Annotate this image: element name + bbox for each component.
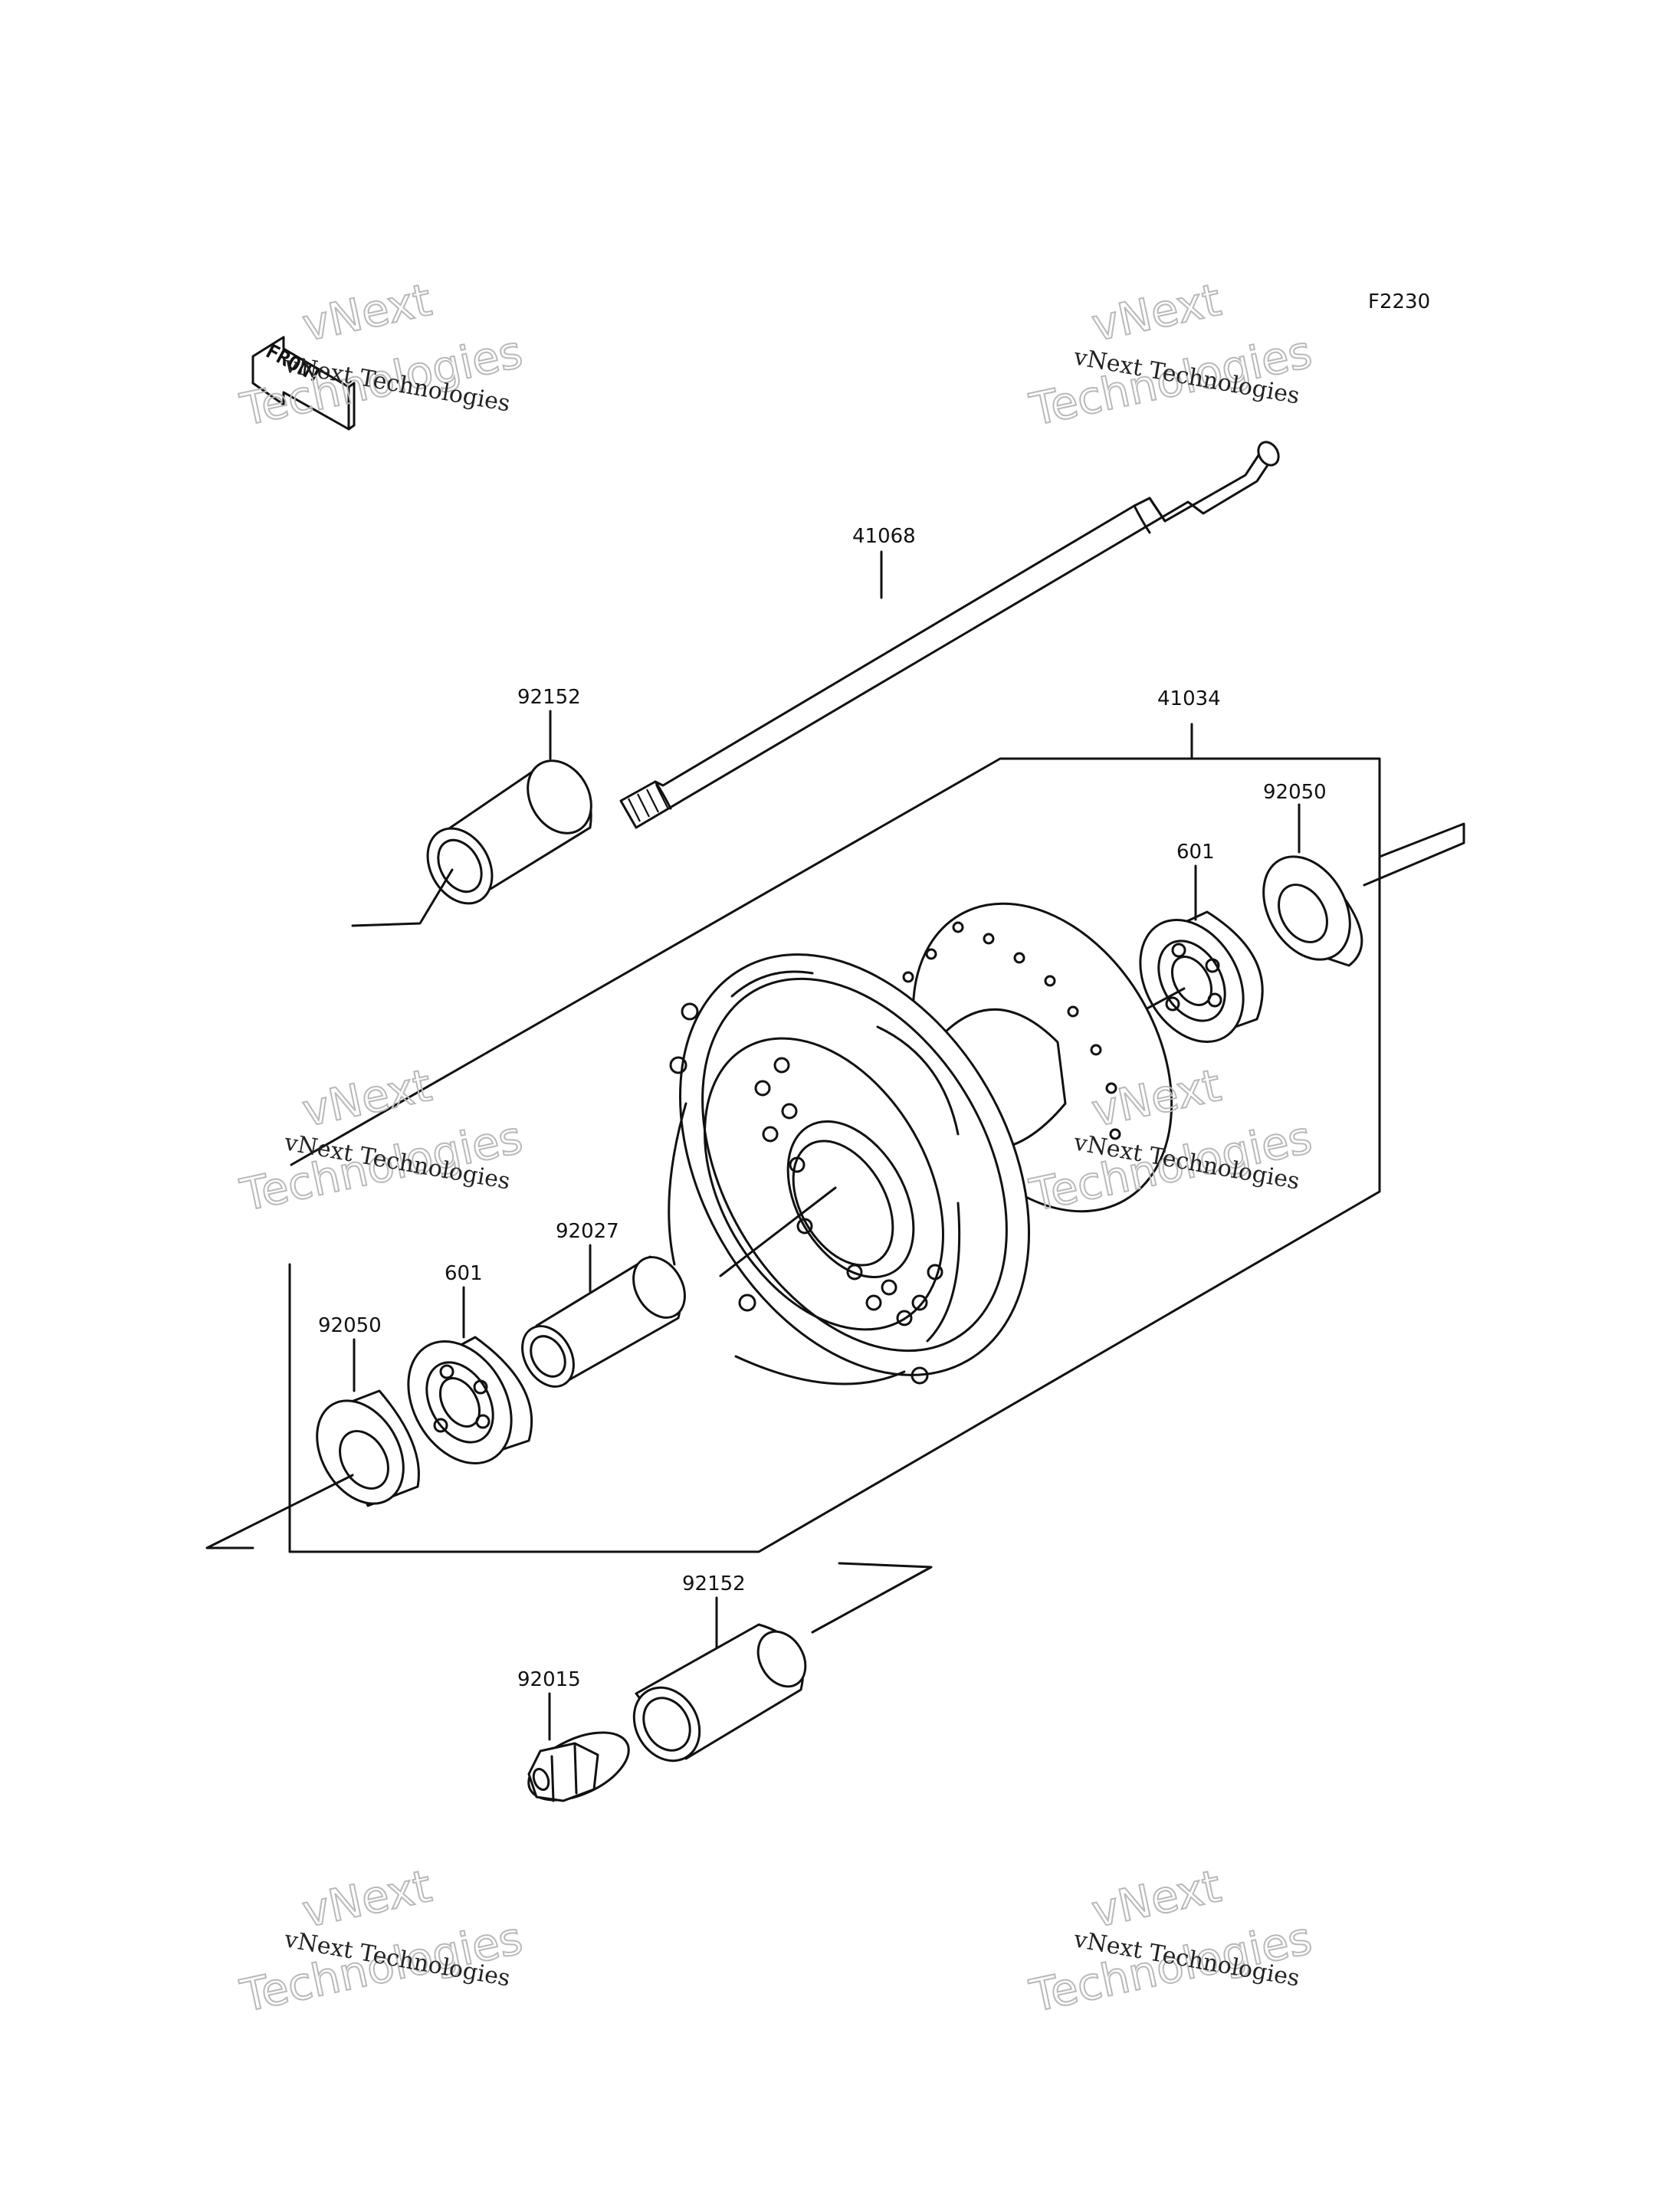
svg-text:vNext: vNext — [298, 1059, 436, 1137]
axis-line-bottom-left — [205, 1474, 354, 1549]
spacer — [521, 1255, 686, 1388]
bearing-left-part-number: 601 — [445, 1262, 483, 1285]
watermark-bottom-left: vNext Technologies vNext Technologies — [235, 1859, 528, 2023]
collar-lower — [632, 1623, 807, 1763]
svg-text:vNext: vNext — [1088, 1860, 1226, 1938]
axle-part-number: 41068 — [852, 525, 916, 548]
nut — [527, 1731, 630, 1802]
axle — [619, 441, 1280, 829]
collar-left — [426, 759, 592, 905]
seal-right-part-number: 92050 — [1263, 781, 1327, 804]
bearing-left — [407, 1336, 533, 1464]
axis-line-hub — [719, 1186, 837, 1277]
bearing-right-part-number: 601 — [1176, 841, 1215, 864]
bearing-right — [1139, 910, 1264, 1043]
svg-text:vNext: vNext — [298, 274, 436, 352]
seal-left — [316, 1389, 420, 1507]
diagram-code: F2230 — [1368, 290, 1430, 313]
collar-lower-part-number: 92152 — [682, 1572, 746, 1595]
svg-text:vNext: vNext — [1088, 274, 1226, 352]
watermark-bottom-right: vNext Technologies vNext Technologies — [1025, 1859, 1317, 2023]
axis-line-right — [1363, 822, 1465, 887]
watermark-mid-left: vNext Technologies vNext Technologies — [235, 1058, 528, 1222]
hub-group-frame — [288, 757, 1381, 1553]
seal-left-part-number: 92050 — [318, 1314, 382, 1337]
collar-left-part-number: 92152 — [517, 686, 581, 709]
spacer-part-number: 92027 — [556, 1220, 619, 1243]
watermark-top-right: vNext Technologies vNext Technologies — [1025, 273, 1317, 437]
axis-line-lower — [811, 1562, 933, 1634]
svg-text:vNext: vNext — [298, 1860, 436, 1938]
nut-part-number: 92015 — [517, 1668, 581, 1691]
hub — [668, 902, 1173, 1385]
hub-part-number: 41034 — [1157, 687, 1221, 710]
seal-right — [1262, 855, 1363, 967]
axis-line-top-left — [351, 868, 454, 927]
